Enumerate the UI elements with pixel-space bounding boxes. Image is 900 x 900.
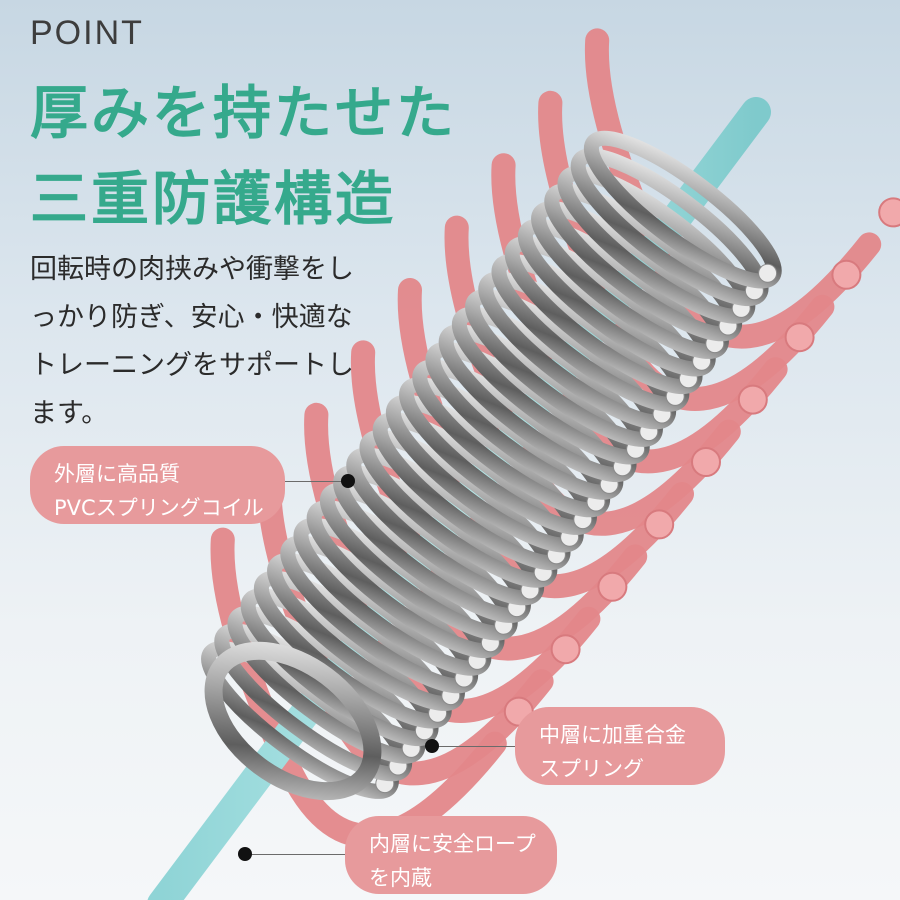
point-label: POINT <box>30 14 144 52</box>
callout-inner-layer: 内層に安全ロープ を内蔵 <box>345 816 557 894</box>
headline-line-2: 三重防護構造 <box>30 165 397 233</box>
outer-coil-cut-end <box>691 447 721 477</box>
callout-middle-line-1: 中層に加重合金 <box>539 723 686 747</box>
description-line: トレーニングをサポートし <box>30 350 354 381</box>
pointer-dot-inner <box>238 847 252 861</box>
leader-line-outer <box>285 481 347 482</box>
description-text: 回転時の肉挟みや衝撃をし っかり防ぎ、安心・快適な トレーニングをサポートし ま… <box>30 246 375 438</box>
callout-outer-line-1: 外層に高品質 <box>54 462 180 486</box>
spring-wire-highlight <box>758 263 778 283</box>
metal-spring-end-ring <box>204 641 382 801</box>
description-line: 回転時の肉挟みや衝撃をし <box>30 254 354 285</box>
headline-line-1: 厚みを持たせた <box>30 79 458 147</box>
outer-coil-cut-end <box>644 509 675 540</box>
leader-line-middle <box>432 746 515 747</box>
callout-outer-line-2: PVCスプリングコイル <box>54 496 264 520</box>
callout-inner-line-2: を内蔵 <box>369 866 432 890</box>
leader-line-inner <box>245 854 345 855</box>
pointer-dot-middle <box>425 739 439 753</box>
callout-middle-line-2: スプリング <box>539 757 644 781</box>
outer-coil-cut-end <box>737 384 768 415</box>
outer-coil-cut-end <box>550 634 581 665</box>
outer-coil-cut-end <box>597 571 628 602</box>
callout-inner-line-1: 内層に安全ロープ <box>369 832 536 856</box>
callout-middle-layer: 中層に加重合金 スプリング <box>515 707 725 785</box>
outer-coil-cut-end <box>878 197 900 228</box>
callout-outer-layer: 外層に高品質 PVCスプリングコイル <box>30 446 285 524</box>
pointer-dot-outer <box>341 474 355 488</box>
outer-coil-cut-end <box>831 259 862 290</box>
outer-coil-cut-end <box>784 322 815 353</box>
description-line: ます。 <box>30 398 109 429</box>
description-line: っかり防ぎ、安心・快適な <box>30 302 353 333</box>
